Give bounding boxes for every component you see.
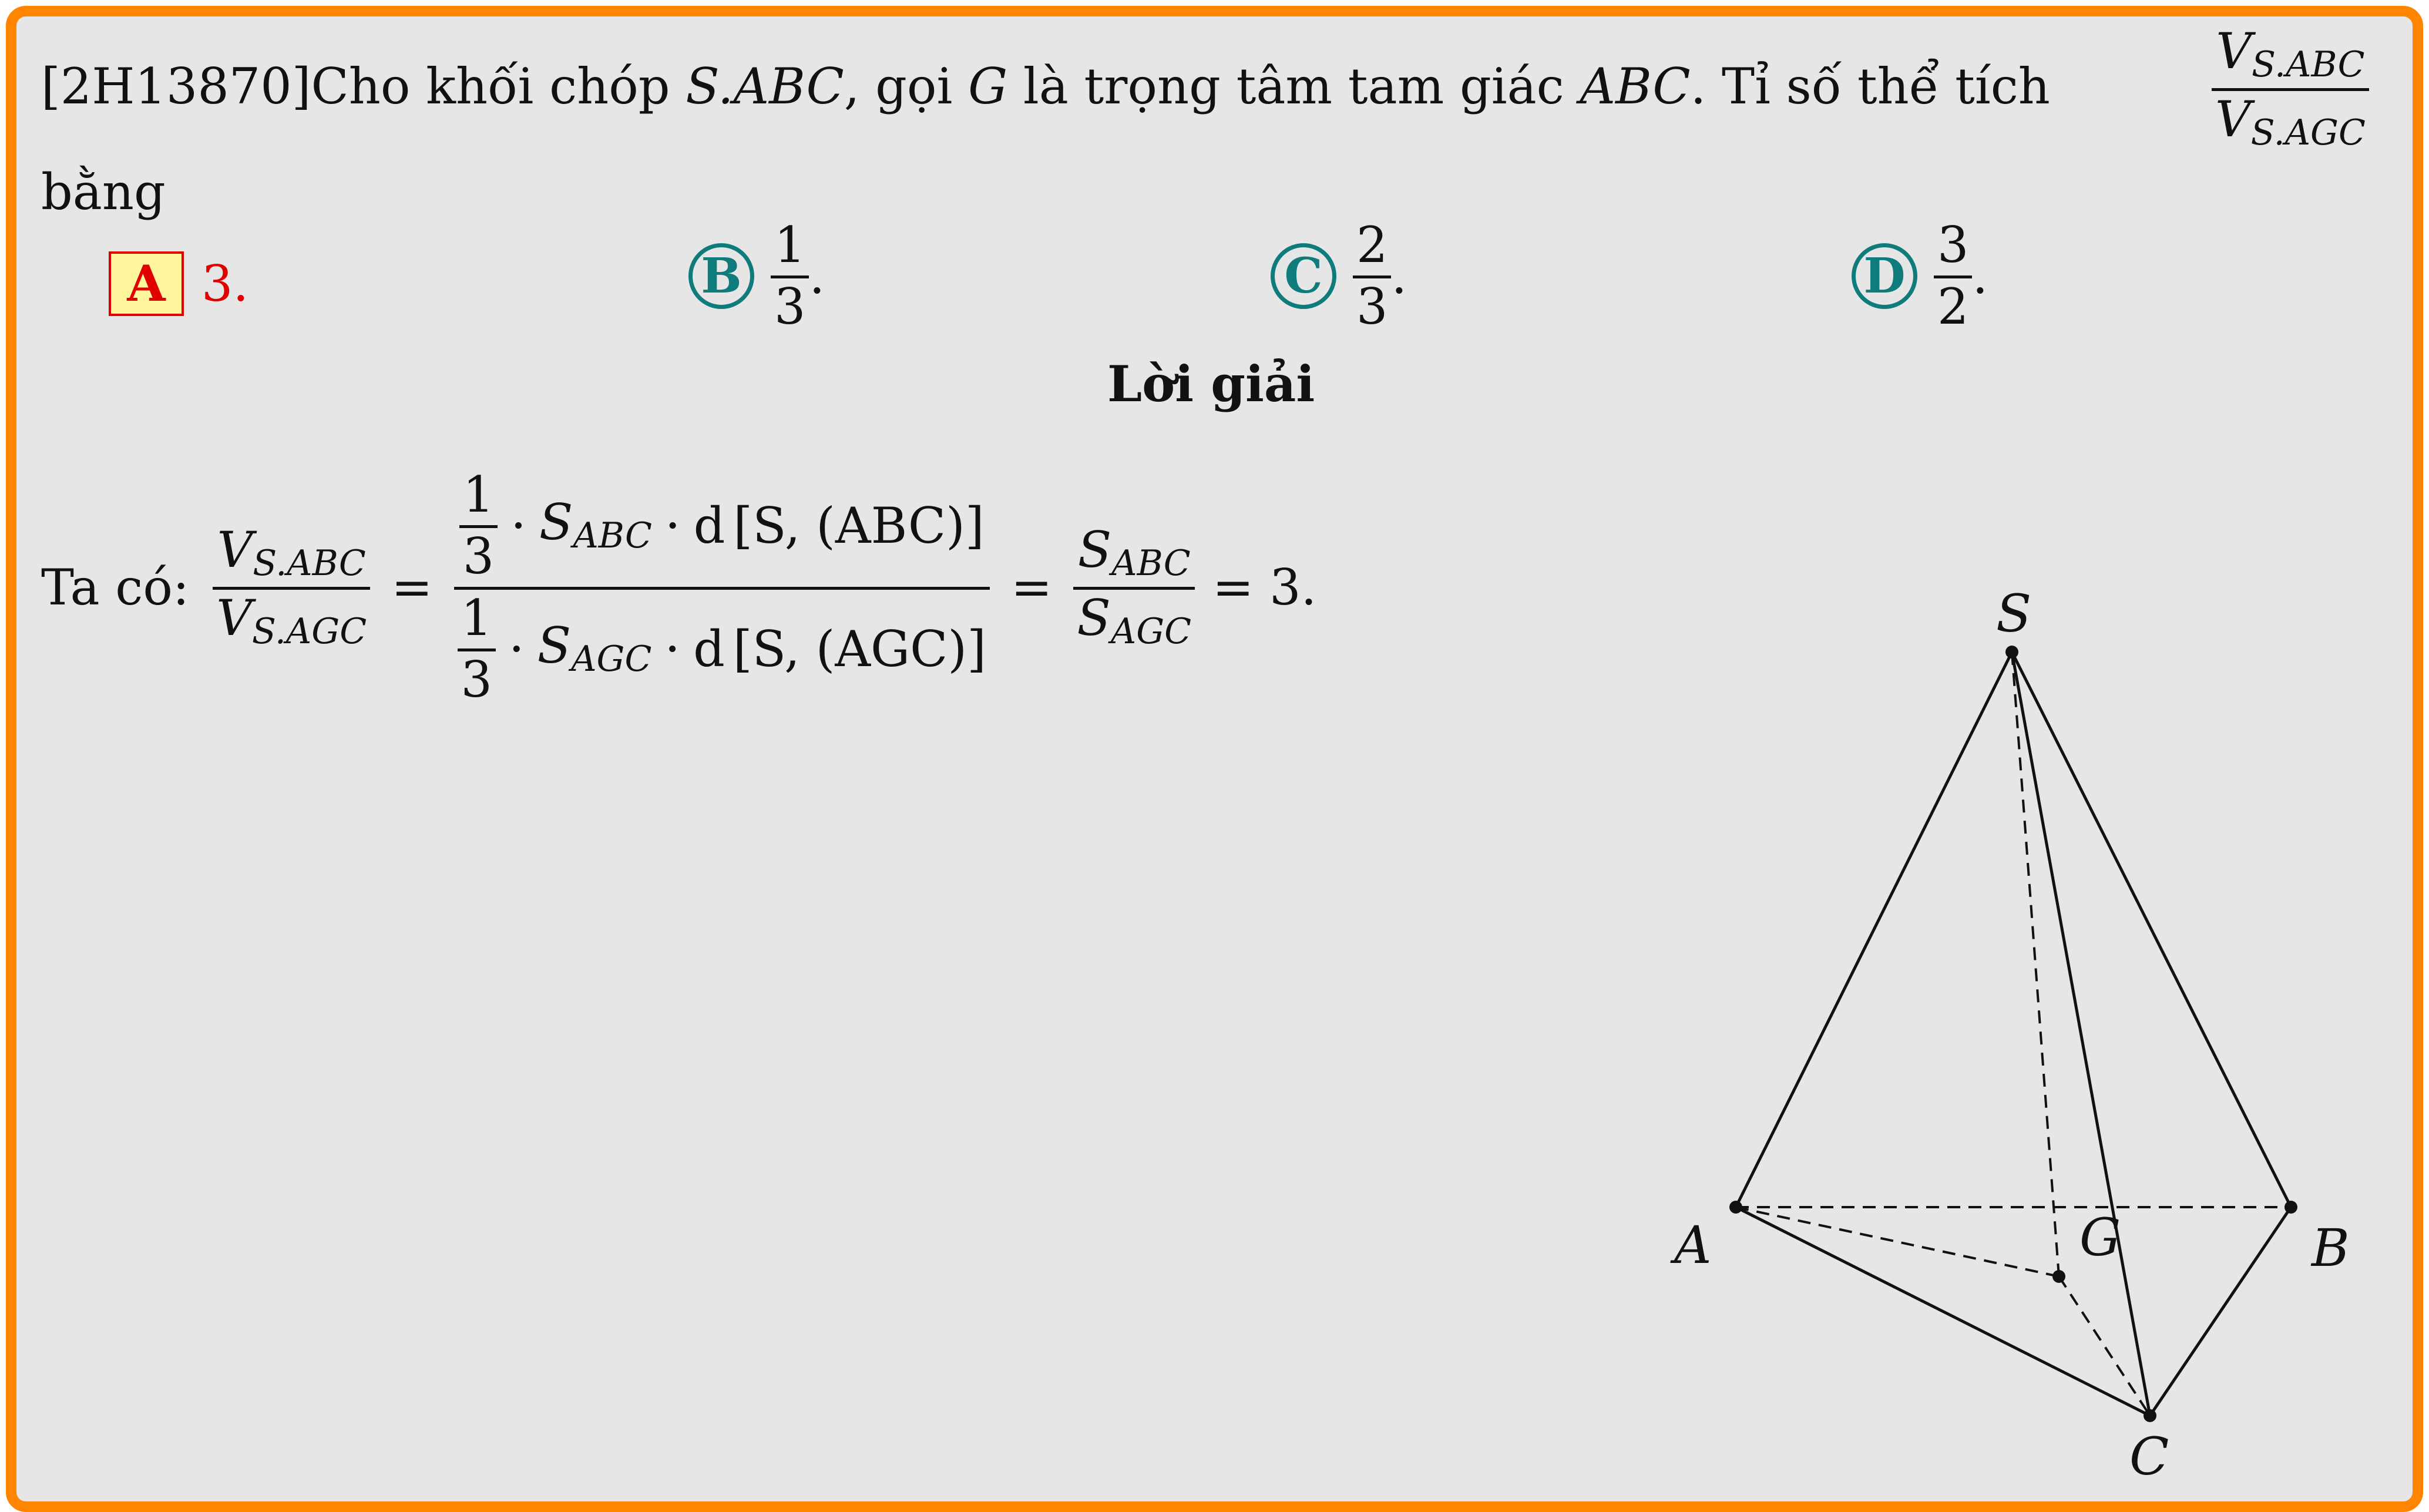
edge-sb [2010,651,2293,1208]
triangle-name: ABC [1580,58,1691,115]
vertex-b [2284,1201,2297,1214]
question-mid3: . Tỉ số thể tích [1690,58,2050,115]
question-end: bằng [41,163,166,221]
option-b-letter: B [688,243,754,309]
area-ratio: SABC SAGC [1073,525,1195,649]
edge-ag-hidden [1735,1206,2060,1278]
question-mid2: là trọng tâm tam giác [1007,58,1580,115]
option-a-value: 3. [201,255,249,313]
vertex-a [1729,1201,1742,1214]
centroid-name: G [968,58,1008,115]
question-id: [2H13870] [41,58,311,115]
solution-prefix: Ta có: [41,558,190,616]
option-a[interactable]: A 3. [109,251,248,316]
label-a: A [1670,1215,1712,1275]
edge-bc [2148,1206,2293,1417]
label-s: S [1996,583,2031,644]
edge-sc [2010,651,2152,1416]
question-ratio: VS.ABC VS.AGC [2212,26,2369,150]
volume-ratio: VS.ABC VS.AGC [213,525,371,649]
edge-ac [1735,1205,2151,1417]
option-d-letter: D [1852,243,1917,309]
vertex-c [2144,1409,2156,1422]
question-mid1: , gọi [844,58,969,115]
pyramid-name: S.ABC [686,58,844,115]
option-a-letter: A [109,251,184,316]
question-text: [2H13870]Cho khối chóp S.ABC, gọi G là t… [41,62,2050,111]
solution-heading: Lời giải [1107,355,1315,413]
label-g: G [2079,1207,2121,1268]
option-c-letter: C [1271,243,1336,309]
label-b: B [2310,1218,2350,1278]
edge-gc-hidden [2058,1275,2151,1417]
edge-sg-hidden [2011,651,2060,1277]
vertex-s [2005,646,2018,658]
question-lead: Cho khối chóp [311,58,686,115]
vertex-g [2052,1270,2065,1283]
label-c: C [2129,1426,2169,1487]
edge-sa [1734,651,2014,1208]
